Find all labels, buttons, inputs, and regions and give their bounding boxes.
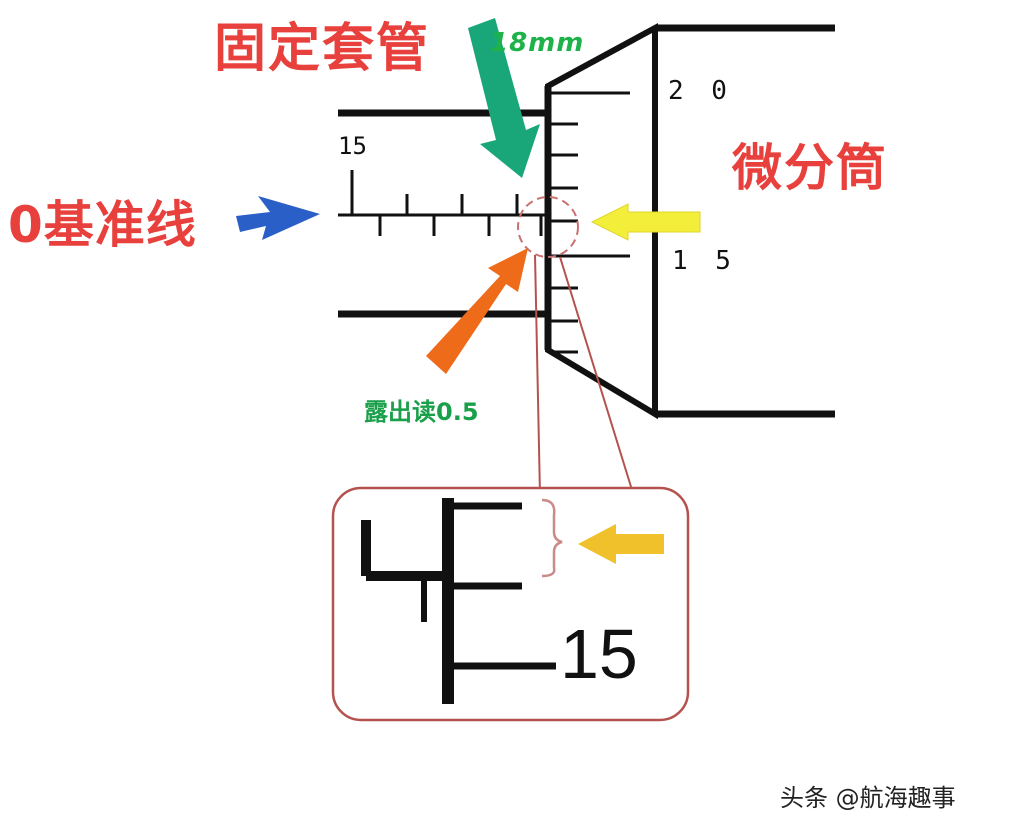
thimble-label: 微分筒 bbox=[732, 139, 888, 197]
fixed-sleeve-label: 固定套管 bbox=[214, 19, 431, 79]
inset-connector-left bbox=[534, 254, 541, 496]
inset-scale-number: 15 bbox=[560, 615, 638, 693]
green-arrow bbox=[468, 18, 540, 178]
zoom-inset-drawing bbox=[361, 498, 563, 704]
thimble-scale-number-lower: 1 5 bbox=[672, 246, 737, 276]
inset-connector-right bbox=[559, 256, 633, 491]
sleeve-mm-label: 18mm bbox=[490, 28, 585, 58]
sleeve-scale-number: 15 bbox=[338, 132, 367, 160]
orange-arrow bbox=[426, 248, 528, 374]
thimble-scale-number-upper: 2 0 bbox=[668, 76, 733, 106]
watermark: 头条 @航海趣事 bbox=[780, 784, 956, 812]
yellow-arrow bbox=[590, 203, 701, 241]
blue-cursor-arrow bbox=[236, 196, 320, 240]
inset-bracket bbox=[541, 498, 563, 578]
exposed-reading-label: 露出读0.5 bbox=[364, 398, 479, 426]
zero-reference-line-label: 0基准线 bbox=[8, 196, 197, 254]
highlight-circle bbox=[517, 196, 579, 258]
inset-yellow-arrow bbox=[578, 524, 664, 564]
